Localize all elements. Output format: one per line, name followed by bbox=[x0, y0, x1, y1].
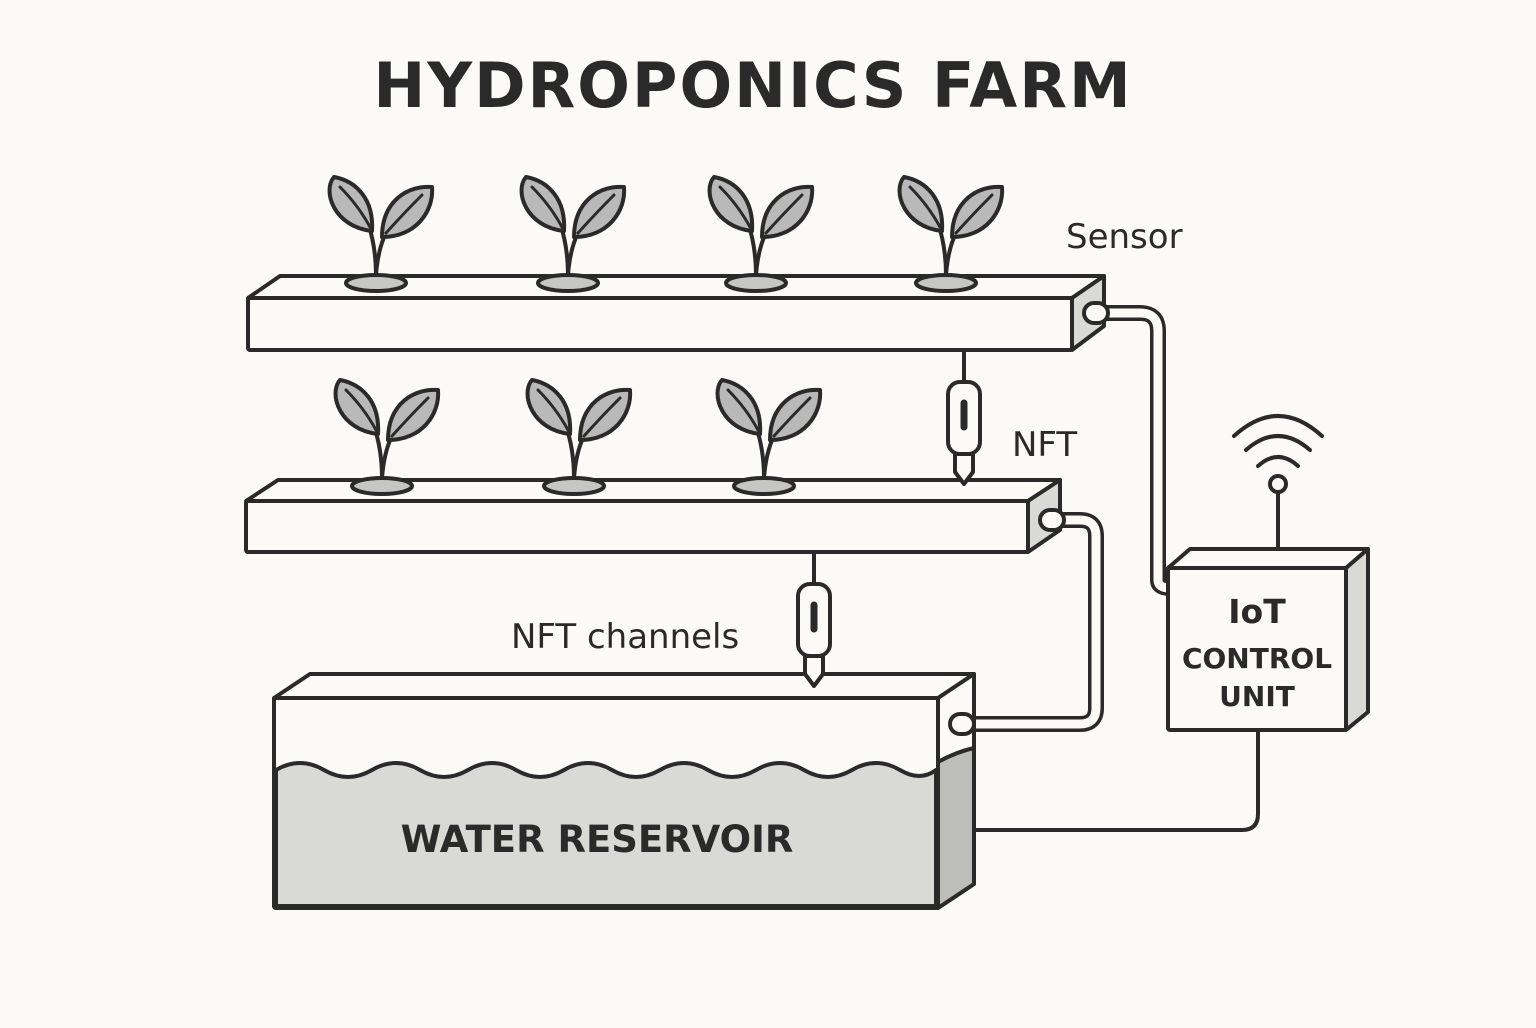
plant-icon bbox=[707, 175, 815, 293]
water-reservoir: WATER RESERVOIR bbox=[272, 672, 976, 910]
pipe-port bbox=[948, 712, 976, 736]
sensor-probe-icon bbox=[946, 380, 982, 486]
pipe-lower-to-reservoir bbox=[950, 512, 1104, 732]
plant-icon bbox=[897, 175, 1005, 293]
plant-icon bbox=[519, 175, 627, 293]
upper-channel bbox=[246, 274, 1110, 352]
diagram-title: HYDROPONICS FARM bbox=[373, 49, 1132, 122]
water-wave bbox=[274, 761, 938, 908]
reservoir-label: WATER RESERVOIR bbox=[401, 818, 794, 861]
control-cable bbox=[956, 728, 1260, 832]
pipe-port bbox=[1038, 508, 1066, 532]
sensor-label: Sensor bbox=[1066, 217, 1183, 257]
iot-control-unit: IoT CONTROL UNIT bbox=[1166, 488, 1370, 732]
nft-channels-label: NFT channels bbox=[511, 617, 739, 657]
control-unit-label-line1: IoT bbox=[1228, 592, 1286, 631]
lower-channel bbox=[244, 478, 1066, 554]
lower-channel-plants bbox=[333, 378, 823, 496]
control-unit-label-line2: CONTROL bbox=[1182, 642, 1332, 675]
nft-label: NFT bbox=[1012, 425, 1077, 465]
wifi-signal-icon bbox=[1232, 414, 1324, 494]
plant-icon bbox=[715, 378, 823, 496]
plant-icon bbox=[327, 175, 435, 293]
plant-icon bbox=[333, 378, 441, 496]
plant-icon bbox=[525, 378, 633, 496]
pipe-upper-to-control bbox=[1084, 305, 1178, 596]
pipe-port bbox=[1082, 301, 1110, 325]
control-unit-label-line3: UNIT bbox=[1219, 680, 1295, 713]
upper-channel-plants bbox=[327, 175, 1005, 293]
sensor-probe-icon bbox=[796, 582, 832, 688]
